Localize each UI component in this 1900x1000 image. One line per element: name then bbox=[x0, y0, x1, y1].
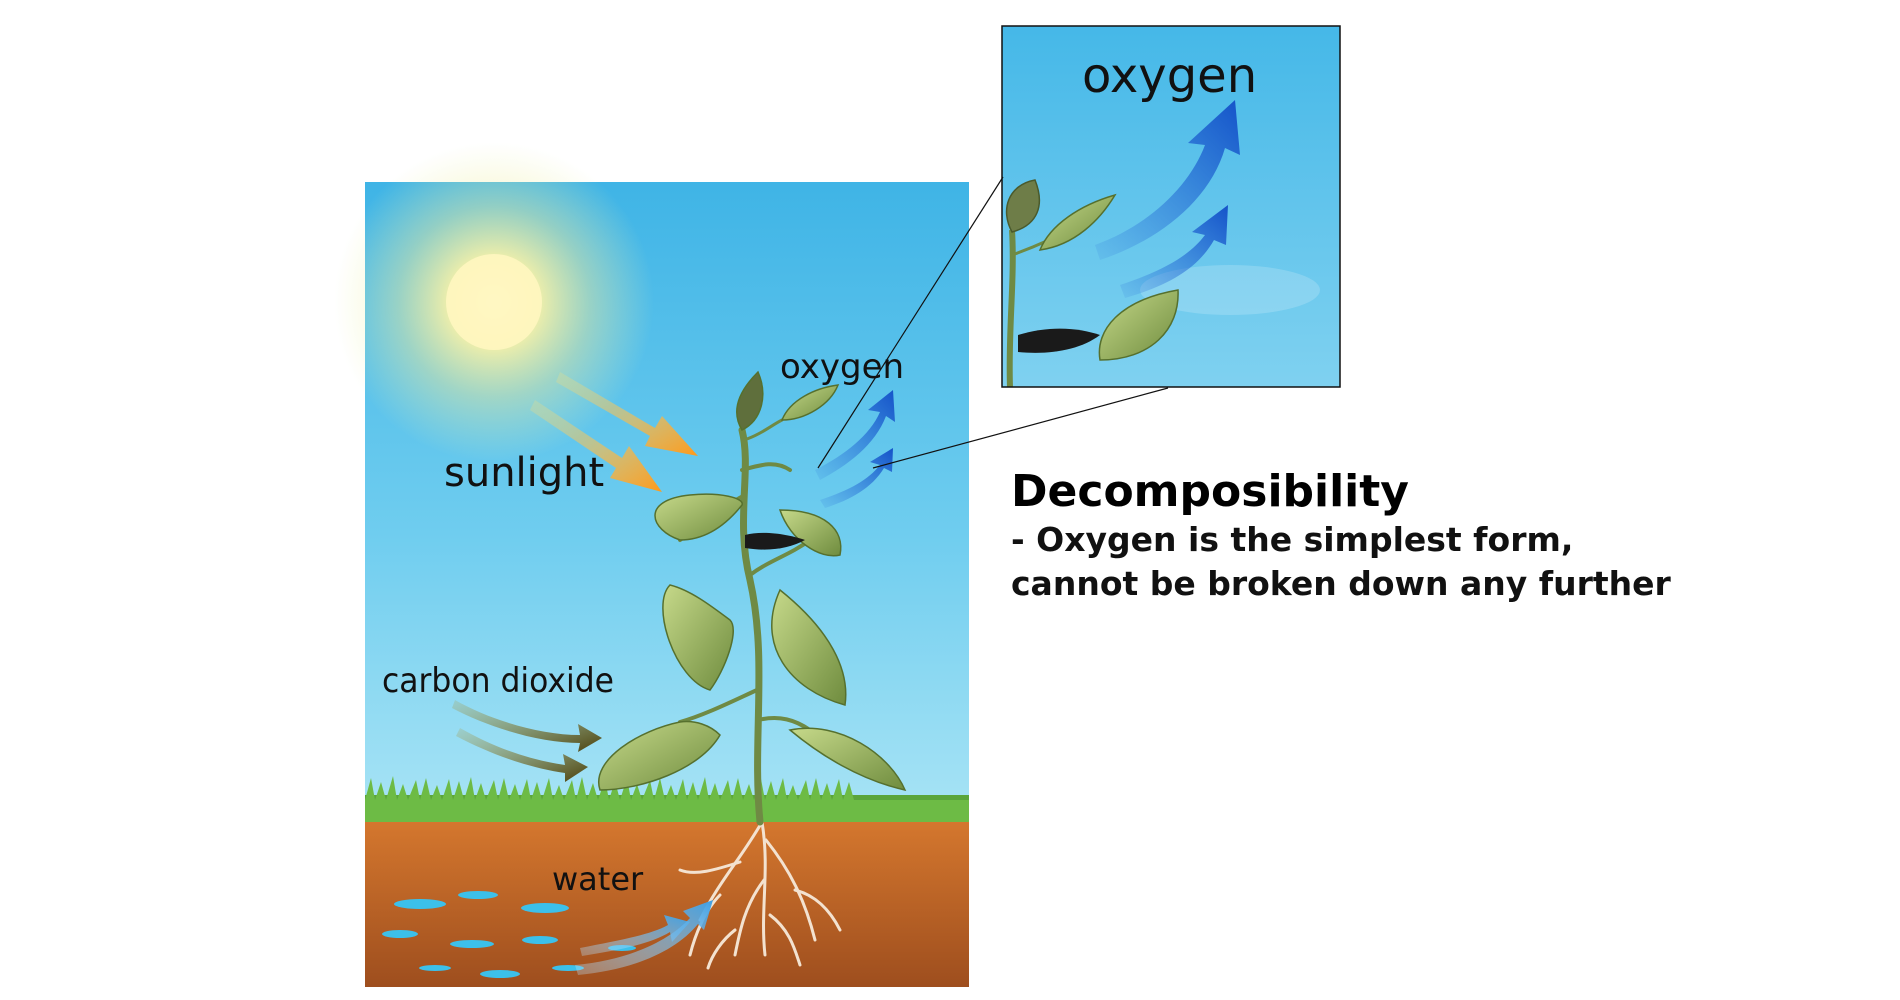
zoom-inset: oxygen bbox=[1001, 25, 1341, 388]
grass bbox=[365, 776, 969, 830]
soil bbox=[365, 822, 969, 987]
zoom-connector-lines bbox=[817, 176, 1169, 469]
co2-arrows bbox=[452, 700, 602, 782]
decomposibility-description: - Oxygen is the simplest form, cannot be… bbox=[1011, 520, 1671, 603]
leaf-shadow bbox=[745, 532, 805, 550]
water-arrows bbox=[575, 900, 713, 975]
sunlight-arrows bbox=[530, 372, 698, 492]
sun bbox=[446, 254, 542, 350]
leaf bbox=[778, 509, 842, 557]
label-carbon-dioxide: carbon dioxide bbox=[382, 661, 614, 701]
label-sunlight: sunlight bbox=[444, 450, 604, 496]
leaf bbox=[736, 370, 764, 431]
label-oxygen: oxygen bbox=[780, 347, 904, 387]
decomposibility-heading: Decomposibility bbox=[1011, 466, 1409, 517]
leaf bbox=[788, 727, 907, 792]
oxygen-arrows bbox=[815, 390, 895, 508]
label-water: water bbox=[552, 860, 644, 898]
zoom-label-oxygen: oxygen bbox=[1082, 48, 1257, 104]
leaf bbox=[662, 584, 734, 691]
leaf bbox=[780, 384, 840, 421]
leaf bbox=[654, 493, 743, 541]
leaf bbox=[597, 720, 721, 791]
leaf bbox=[771, 588, 847, 706]
plant-leaves bbox=[597, 370, 907, 792]
illustration-panel: sunlight oxygen carbon dioxide water bbox=[334, 142, 969, 987]
